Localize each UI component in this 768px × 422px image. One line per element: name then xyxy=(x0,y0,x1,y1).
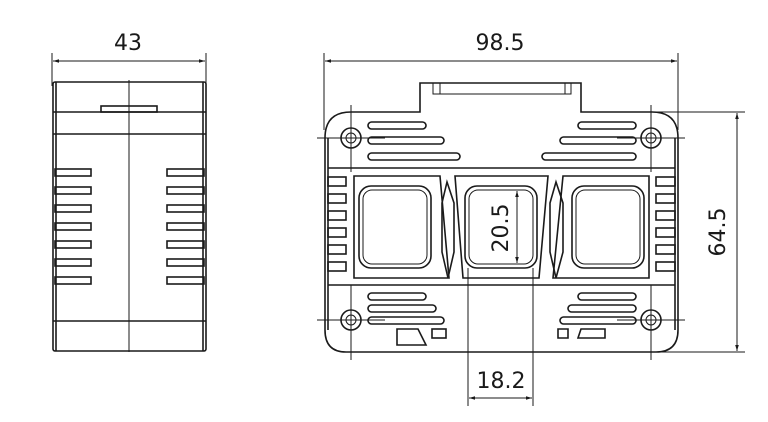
conductor-windows xyxy=(358,185,645,269)
dimension-height-front: 64.5 xyxy=(652,111,745,353)
bottom-vent-slots xyxy=(367,292,637,325)
window-height-label: 20.5 xyxy=(489,204,514,253)
dimension-window-height: 20.5 xyxy=(489,191,519,263)
window-width-label: 18.2 xyxy=(477,369,526,394)
mounting-hole-icon xyxy=(317,105,385,172)
top-vent-slots xyxy=(367,121,637,161)
mounting-hole-icon xyxy=(317,285,385,360)
dimension-window-width: 18.2 xyxy=(467,268,534,406)
side-vent-fins-right xyxy=(166,168,205,285)
mounting-hole-icon xyxy=(617,105,685,172)
dimension-width-side: 43 xyxy=(51,31,207,86)
mounting-hole-icon xyxy=(617,285,685,360)
front-view: 98.5 xyxy=(317,31,745,406)
side-width-label: 43 xyxy=(114,31,142,56)
front-width-label: 98.5 xyxy=(476,31,525,56)
front-height-label: 64.5 xyxy=(706,208,731,257)
side-vent-fins-left xyxy=(54,168,92,285)
front-side-fins xyxy=(327,176,676,272)
mounting-holes xyxy=(317,105,685,360)
side-view: 43 xyxy=(51,31,207,352)
din-rail-clips xyxy=(396,328,606,346)
dimension-width-front: 98.5 xyxy=(323,31,679,130)
